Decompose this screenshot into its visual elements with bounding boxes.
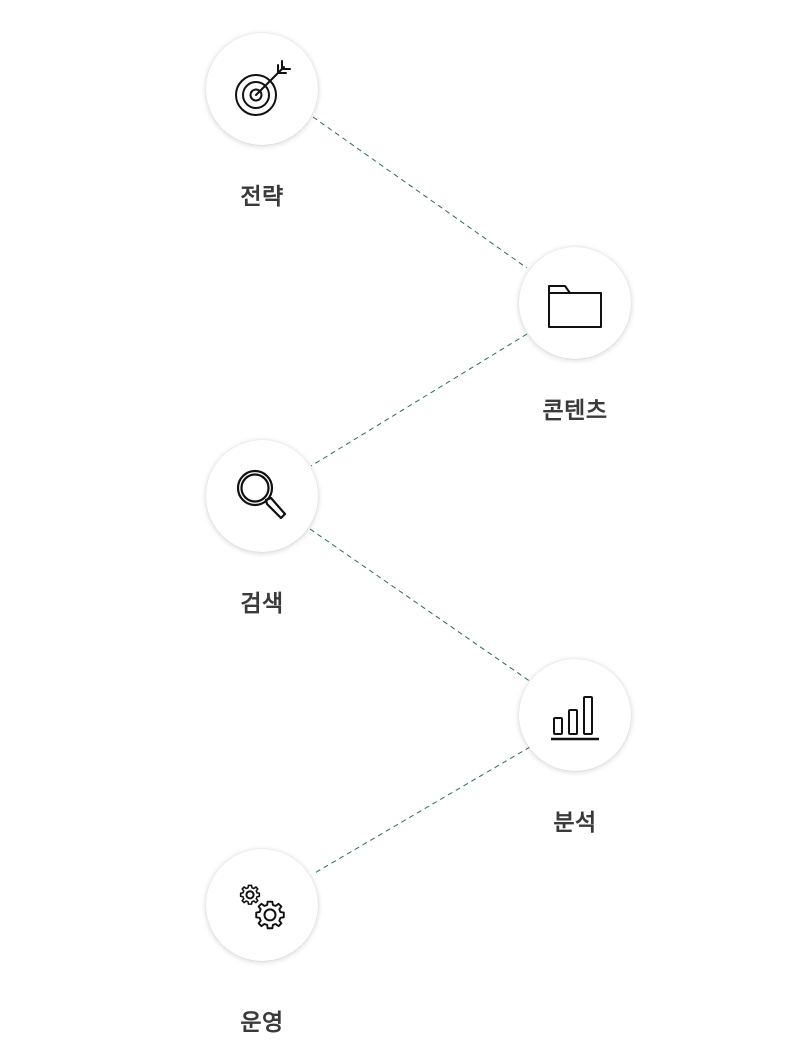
- step-strategy-button[interactable]: [206, 33, 318, 145]
- step-operation: 운영: [182, 849, 342, 1037]
- gears-icon: [239, 884, 285, 930]
- step-content-button[interactable]: [519, 247, 631, 359]
- step-content-label: 콘텐츠: [542, 398, 608, 424]
- search-icon: [236, 469, 287, 520]
- target-icon: [235, 60, 291, 116]
- step-search-button[interactable]: [206, 440, 318, 552]
- bar-chart-icon: [551, 696, 599, 741]
- step-analysis: 분석: [495, 659, 655, 837]
- step-content: 콘텐츠: [495, 247, 655, 425]
- step-operation-label: 운영: [240, 1010, 284, 1036]
- connector-1-2: [312, 116, 528, 269]
- step-strategy-label: 전략: [240, 184, 284, 210]
- step-analysis-button[interactable]: [519, 659, 631, 771]
- step-search-label: 검색: [240, 591, 284, 617]
- step-search: 검색: [182, 440, 342, 618]
- step-analysis-label: 분석: [553, 810, 597, 836]
- step-strategy: 전략: [182, 33, 342, 211]
- folder-icon: [548, 285, 602, 328]
- step-operation-button[interactable]: [206, 849, 318, 961]
